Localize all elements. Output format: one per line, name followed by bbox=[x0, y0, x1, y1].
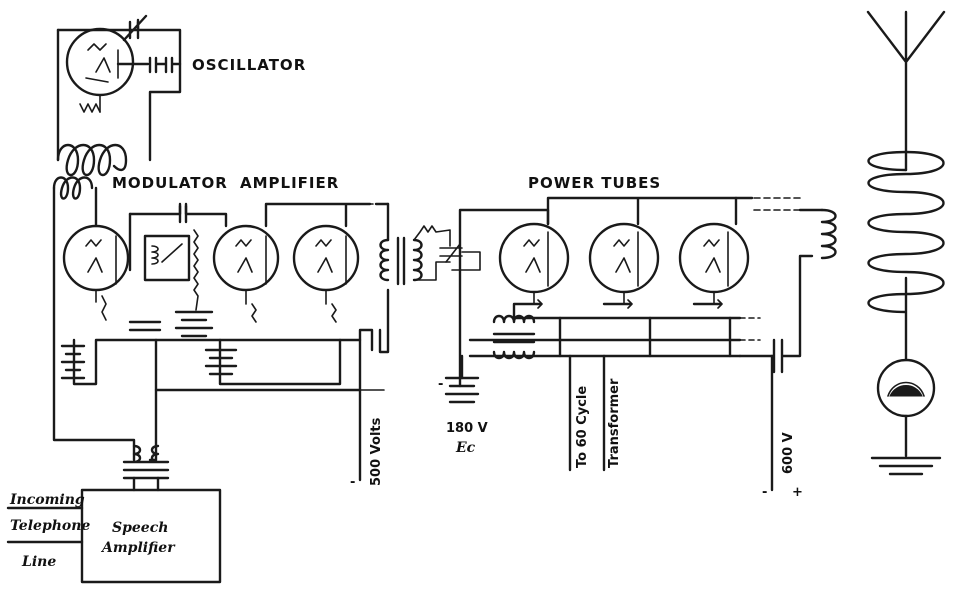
amplifier-label: AMPLIFIER bbox=[240, 174, 339, 192]
speech-amplifier-box bbox=[80, 488, 222, 584]
grid-capacitor bbox=[116, 56, 182, 74]
input-transformer bbox=[122, 444, 170, 480]
antenna-icon bbox=[866, 10, 946, 172]
speech-label: Speech bbox=[112, 520, 168, 536]
modulator-amplifier-section: MODULATOR AMPLIFIER - 500 Volts bbox=[52, 174, 390, 490]
output-coupling-capacitor bbox=[738, 254, 814, 374]
power-tubes-label: POWER TUBES bbox=[528, 174, 661, 192]
output-coupling-coil bbox=[820, 208, 837, 260]
oscillator-tank-coil bbox=[56, 143, 128, 177]
volts-180-label: 180 V bbox=[446, 421, 488, 436]
minus-600v-terminal: - bbox=[762, 485, 767, 500]
modulator-pickup-coil bbox=[52, 176, 94, 200]
to-60-cycle-label: To 60 Cycle bbox=[575, 386, 590, 468]
ground-icon bbox=[870, 456, 942, 476]
plus-600v-terminal: + bbox=[792, 485, 803, 500]
plate-battery bbox=[174, 310, 214, 338]
oscillator-variable-capacitor bbox=[122, 14, 148, 42]
power-tubes-section: POWER TUBES - 180 V Ec To 60 Cycle Trans… bbox=[438, 174, 814, 500]
bypass-capacitor bbox=[128, 320, 162, 332]
transformer-label: Transformer bbox=[607, 378, 622, 468]
incoming-label: Incoming bbox=[9, 492, 85, 508]
volts-500-label: 500 Volts bbox=[369, 417, 384, 486]
oscillator-section: OSCILLATOR bbox=[56, 14, 306, 177]
modulator-choke bbox=[143, 234, 191, 282]
ec-label: Ec bbox=[455, 440, 476, 456]
minus-180v-terminal: - bbox=[438, 377, 443, 392]
coupling-capacitor bbox=[178, 202, 188, 224]
speech-amplifier-label: Amplifier bbox=[100, 540, 176, 556]
grid-bias-battery bbox=[444, 376, 480, 404]
interstage-transformer bbox=[379, 225, 481, 286]
modulator-label: MODULATOR bbox=[112, 174, 228, 192]
oscillator-grid-leak bbox=[79, 103, 101, 113]
volts-600-label: 600 V bbox=[781, 432, 796, 474]
antenna-loading-coil bbox=[867, 150, 945, 362]
filament-choke bbox=[492, 314, 536, 360]
antenna-section bbox=[798, 10, 946, 476]
oscillator-label: OSCILLATOR bbox=[192, 56, 306, 74]
telephone-label: Telephone bbox=[10, 518, 90, 534]
amplifier-grid-resistor bbox=[193, 229, 199, 311]
line-label: Line bbox=[21, 554, 56, 570]
speech-amplifier-section: Incoming Telephone Line Speech Amplifier bbox=[6, 444, 222, 584]
minus-500v-terminal: - bbox=[350, 475, 355, 490]
oscillator-tube bbox=[65, 27, 135, 97]
